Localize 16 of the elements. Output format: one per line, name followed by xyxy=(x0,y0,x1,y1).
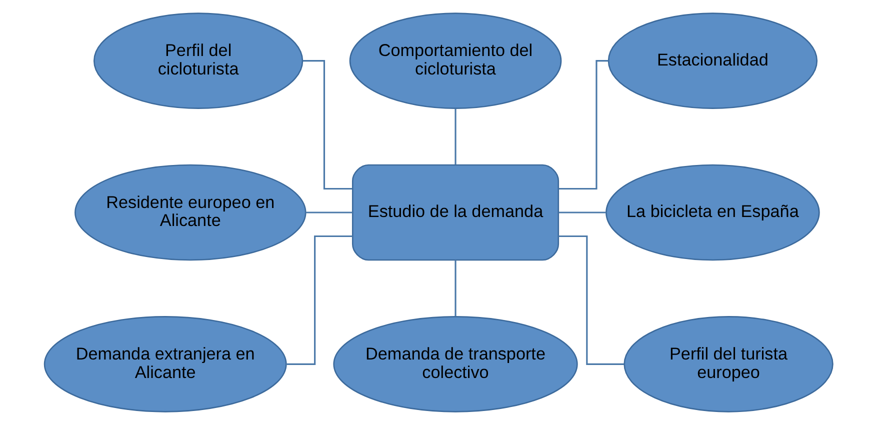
node-ellipse: Demanda de transporte colectivo xyxy=(333,316,578,412)
node-ellipse: Residente europeo en Alicante xyxy=(74,164,306,261)
connector xyxy=(454,108,456,165)
node-ellipse: Perfil del cicloturista xyxy=(93,12,304,109)
connector xyxy=(454,260,456,316)
connector xyxy=(302,60,352,190)
node-ellipse: La bicicleta en España xyxy=(606,164,820,261)
node-ellipse: Comportamiento del cicloturista xyxy=(349,12,562,109)
node-ellipse: Perfil del turista europeo xyxy=(624,316,834,412)
node-ellipse: Estacionalidad xyxy=(608,12,818,109)
connector xyxy=(306,212,353,214)
node-ellipse: Demanda extranjera en Alicante xyxy=(44,316,287,412)
node-box: Estudio de la demanda xyxy=(352,164,560,261)
connector xyxy=(286,235,353,365)
connector xyxy=(558,212,606,214)
connector xyxy=(558,235,624,365)
